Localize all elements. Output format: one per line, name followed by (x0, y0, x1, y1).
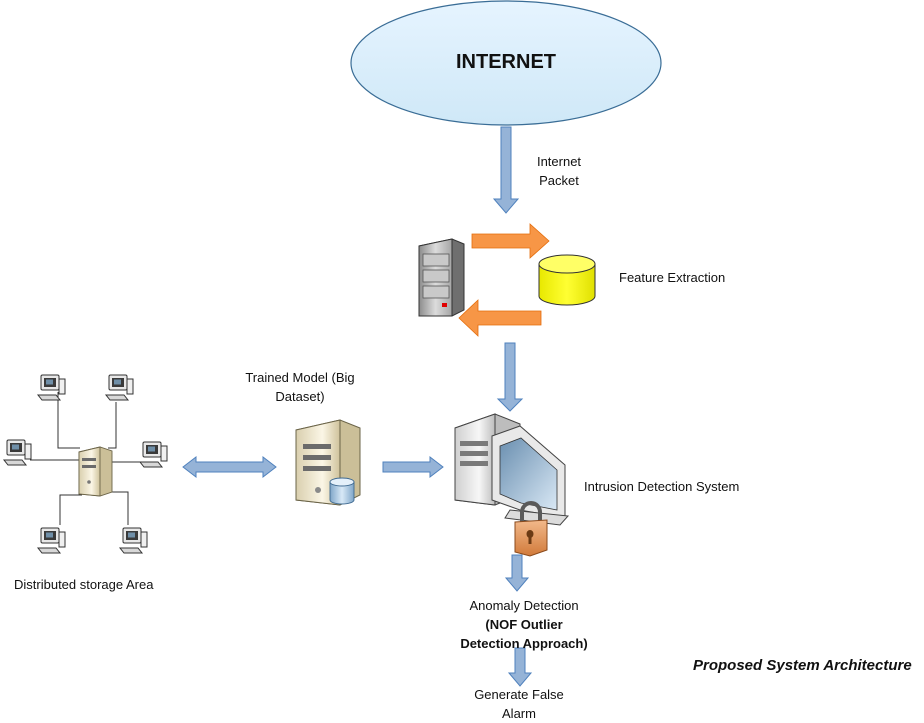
lock-icon (514, 501, 548, 557)
trained-model-label: Trained Model (Big Dataset) (245, 370, 355, 404)
internet-label: INTERNET (456, 51, 556, 73)
computer-terminal-icon (37, 374, 66, 401)
arrow-server-to-ids (496, 342, 524, 412)
internet-cloud (350, 0, 662, 126)
trained-model-server-icon (295, 419, 361, 506)
feature-extraction-label: Feature Extraction (619, 270, 726, 285)
distributed-storage-network (3, 374, 168, 554)
computer-terminal-icon (139, 441, 168, 468)
internet-packet-label: Internet Packet (536, 154, 582, 188)
false-alarm-label: Generate False Alarm (474, 687, 564, 721)
database-cylinder-icon (538, 254, 596, 306)
arrow-storage-model-bidirectional (182, 455, 277, 479)
arrow-database-to-server (458, 299, 542, 337)
computer-terminal-icon (3, 439, 32, 466)
intrusion-detection-label: Intrusion Detection System (584, 479, 740, 494)
arrow-anomaly-to-alarm (507, 647, 533, 687)
arrow-internet-to-server (492, 126, 520, 214)
storage-server-icon (78, 446, 113, 497)
anomaly-detection-label: Anomaly Detection (NOF Outlier Detection… (444, 596, 604, 653)
computer-terminal-icon (105, 374, 134, 401)
arrow-ids-to-anomaly (504, 554, 530, 592)
workstation-with-lock-icon (454, 413, 570, 526)
arrow-model-to-ids (382, 455, 444, 479)
distributed-storage-label: Distributed storage Area (14, 577, 154, 592)
diagram-title: Proposed System Architecture (693, 657, 912, 674)
server-tower-icon (418, 238, 465, 317)
computer-terminal-icon (37, 527, 66, 554)
computer-terminal-icon (119, 527, 148, 554)
nof-approach-line-2: Detection Approach) (460, 636, 588, 651)
nof-approach-line-1: (NOF Outlier (485, 617, 563, 632)
arrow-server-to-database (471, 223, 550, 259)
